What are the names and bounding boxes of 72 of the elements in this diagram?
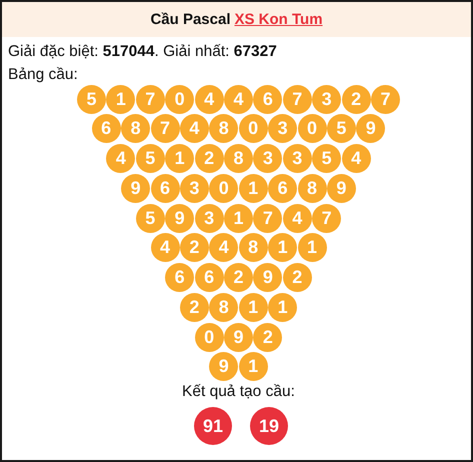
number-ball: 9 [121,174,150,203]
number-ball: 1 [224,204,253,232]
number-ball: 7 [312,204,342,232]
number-ball: 4 [224,84,253,114]
number-ball: 5 [77,84,106,114]
number-ball: 4 [180,114,209,144]
number-ball: 9 [165,204,194,232]
number-ball: 8 [224,144,253,173]
number-ball: 9 [356,114,386,144]
page-title: Cầu Pascal [150,11,230,28]
number-ball: 7 [282,84,312,114]
number-ball: 0 [165,84,194,114]
number-ball: 1 [238,292,268,322]
number-ball: 4 [150,233,180,262]
number-ball: 1 [238,174,268,203]
number-ball: 4 [106,144,136,173]
number-ball: 7 [136,84,165,114]
number-ball: 1 [238,352,268,382]
number-ball: 2 [180,233,209,262]
number-ball: 8 [121,114,150,144]
number-ball: 7 [371,84,400,114]
result-ball: 19 [250,407,288,445]
number-ball: 2 [224,263,253,292]
number-ball: 3 [194,204,224,232]
number-ball: 5 [326,114,356,144]
number-ball: 2 [194,144,224,173]
number-ball: 7 [253,204,282,232]
number-ball: 1 [268,233,298,262]
number-ball: 9 [224,322,253,352]
number-ball: 4 [194,84,224,114]
number-ball: 3 [253,144,282,173]
number-ball: 6 [253,84,282,114]
number-ball: 8 [298,174,326,203]
number-ball: 6 [92,114,121,144]
number-ball: 0 [194,322,224,352]
number-ball: 4 [282,204,312,232]
number-ball: 2 [253,322,282,352]
number-ball: 2 [180,292,209,322]
number-ball: 1 [106,84,136,114]
number-ball: 8 [238,233,268,262]
number-ball: 2 [282,263,312,292]
number-ball: 9 [209,352,238,382]
number-ball: 1 [268,292,298,322]
number-ball: 7 [150,114,180,144]
number-ball: 5 [312,144,342,173]
number-ball: 3 [312,84,342,114]
result-label: Kết quả tạo cầu: [182,383,295,401]
number-ball: 1 [298,233,326,262]
number-ball: 4 [209,233,238,262]
number-ball: 3 [268,114,298,144]
number-ball: 9 [326,174,356,203]
section-label: Bảng cầu: [8,66,78,84]
number-ball: 3 [282,144,312,173]
number-ball: 8 [209,114,238,144]
result-ball: 91 [194,407,232,445]
number-ball: 6 [150,174,180,203]
number-ball: 0 [298,114,326,144]
number-ball: 8 [209,292,238,322]
prize-results: Giải đặc biệt: 517044. Giải nhất: 67327 [8,43,277,61]
number-ball: 6 [268,174,298,203]
number-ball: 2 [342,84,371,114]
number-ball: 1 [165,144,194,173]
number-ball: 0 [238,114,268,144]
number-ball: 0 [209,174,238,203]
number-ball: 4 [342,144,371,173]
title-link: XS Kon Tum [234,11,323,28]
number-ball: 6 [194,263,224,292]
number-ball: 3 [180,174,209,203]
number-ball: 5 [136,144,165,173]
number-ball: 5 [136,204,165,232]
number-ball: 9 [253,263,282,292]
number-ball: 6 [165,263,194,292]
